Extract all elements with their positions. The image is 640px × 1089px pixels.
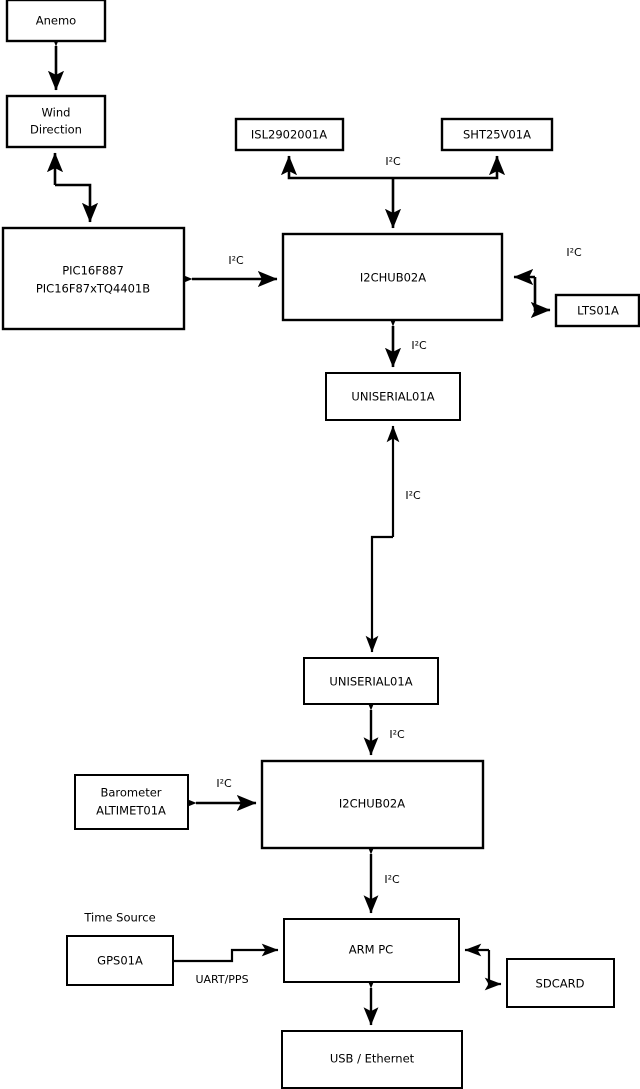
- node-isl2902001a-box[interactable]: [234, 117, 345, 152]
- node-anemo-label: Anemo: [36, 14, 76, 28]
- node-sht25v01a[interactable]: SHT25V01A: [440, 117, 554, 152]
- node-barometer[interactable]: Barometer ALTIMET01A: [74, 774, 189, 830]
- connection-armpc-sdcard: [464, 943, 502, 991]
- node-uniserial01a-bottom-box[interactable]: [303, 657, 439, 705]
- node-sht25v01a-label: SHT25V01A: [463, 128, 531, 142]
- label-time-source: Time Source: [83, 911, 155, 925]
- node-usb-ethernet-box[interactable]: [281, 1030, 463, 1089]
- edge-label-i2c-pic-hub: I²C: [228, 254, 244, 267]
- edge-label-i2c-hub-uniserial: I²C: [411, 339, 427, 352]
- edge-label-i2c-barometer: I²C: [216, 777, 232, 790]
- edge-label-uart-pps: UART/PPS: [195, 973, 248, 986]
- node-wind-direction-label-line1: Wind: [42, 106, 71, 120]
- edge-armpc-to-sdcard: [484, 950, 502, 991]
- node-uniserial01a-bottom-label: UNISERIAL01A: [329, 675, 412, 689]
- edge-label-i2c-lts: I²C: [566, 246, 582, 259]
- node-pic-mcu-label-line1: PIC16F887: [62, 264, 124, 278]
- node-barometer-label-line1: Barometer: [100, 786, 161, 800]
- node-pic-mcu[interactable]: PIC16F887 PIC16F87xTQ4401B: [1, 226, 186, 331]
- node-isl2902001a-label: ISL2902001A: [251, 128, 327, 142]
- node-lts01a[interactable]: LTS01A: [554, 293, 640, 328]
- node-usb-ethernet-label: USB / Ethernet: [330, 1052, 415, 1066]
- node-isl2902001a[interactable]: ISL2902001A: [234, 117, 345, 152]
- edge-label-i2c-uniserial-hub2: I²C: [389, 728, 405, 741]
- node-arm-pc-label: ARM PC: [349, 943, 393, 957]
- connection-wind-pic: [46, 152, 99, 223]
- node-sdcard-label: SDCARD: [536, 977, 585, 991]
- node-i2chub02a-bottom-box[interactable]: [260, 759, 485, 850]
- edge-hub-to-lts: [530, 277, 551, 319]
- node-pic-mcu-box[interactable]: [1, 226, 186, 331]
- connection-uniserial-uniserial: [365, 425, 400, 653]
- node-usb-ethernet[interactable]: USB / Ethernet: [281, 1030, 463, 1089]
- edge-label-i2c-uniserial-uniserial: I²C: [405, 489, 421, 502]
- node-i2chub02a-bottom[interactable]: I2CHUB02A: [260, 759, 485, 850]
- node-barometer-box[interactable]: [74, 774, 189, 830]
- node-arm-pc[interactable]: ARM PC: [283, 918, 460, 983]
- node-uniserial01a-top-box[interactable]: [325, 372, 461, 421]
- node-wind-direction-box[interactable]: [5, 94, 107, 149]
- connection-hub-top-bus: [280, 155, 506, 229]
- node-gps01a-box[interactable]: [66, 935, 174, 986]
- node-barometer-label-line2: ALTIMET01A: [96, 804, 166, 818]
- edge-bus-to-isl: [280, 155, 393, 180]
- node-i2chub02a-top[interactable]: I2CHUB02A: [281, 232, 504, 322]
- node-sdcard[interactable]: SDCARD: [506, 958, 615, 1008]
- node-uniserial01a-top[interactable]: UNISERIAL01A: [325, 372, 461, 421]
- node-arm-pc-box[interactable]: [283, 918, 460, 983]
- edge-label-i2c-bus-top: I²C: [385, 155, 401, 168]
- node-sht25v01a-box[interactable]: [440, 117, 554, 152]
- node-i2chub02a-bottom-label: I2CHUB02A: [339, 797, 405, 811]
- node-pic-mcu-label-line2: PIC16F87xTQ4401B: [36, 282, 150, 296]
- node-wind-direction-label-line2: Direction: [30, 123, 82, 137]
- node-anemo-box[interactable]: [5, 0, 107, 43]
- edge-uniserial-down-segment: [365, 535, 393, 653]
- connection-hub-lts: [513, 268, 551, 319]
- node-lts01a-label: LTS01A: [577, 304, 619, 318]
- node-uniserial01a-top-label: UNISERIAL01A: [351, 390, 434, 404]
- edge-label-i2c-hub2-armpc: I²C: [384, 873, 400, 886]
- node-gps01a-label: GPS01A: [97, 954, 143, 968]
- node-sdcard-box[interactable]: [506, 958, 615, 1008]
- node-anemo[interactable]: Anemo: [5, 0, 107, 43]
- edge-bus-to-sht: [393, 155, 506, 180]
- node-uniserial01a-bottom[interactable]: UNISERIAL01A: [303, 657, 439, 705]
- node-gps01a[interactable]: GPS01A: [66, 935, 174, 986]
- node-i2chub02a-top-label: I2CHUB02A: [360, 271, 426, 285]
- node-wind-direction[interactable]: Wind Direction: [5, 94, 107, 149]
- edge-pic-down-segment: [55, 183, 99, 223]
- edge-gps-armpc-line: [173, 943, 279, 963]
- node-lts01a-box[interactable]: [554, 293, 640, 328]
- node-i2chub02a-top-box[interactable]: [281, 232, 504, 322]
- connection-gps-armpc: [173, 943, 279, 963]
